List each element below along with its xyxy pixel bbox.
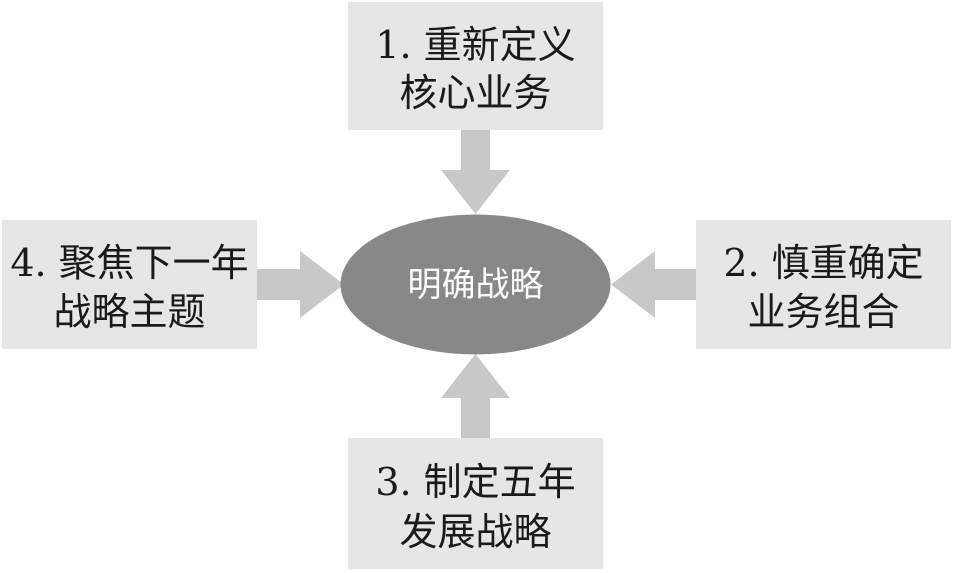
arrow-down-from-step-1 — [441, 130, 510, 214]
step-3-line1: 3. 制定五年 — [375, 460, 575, 504]
step-3-line2: 发展战略 — [399, 510, 551, 554]
step-box-4-next-year-themes: 4. 聚焦下一年 战略主题 — [2, 220, 257, 349]
arrow-left-from-step-2 — [611, 251, 696, 318]
step-2-line2: 业务组合 — [747, 290, 899, 334]
step-2-line1: 2. 慎重确定 — [723, 241, 923, 285]
step-box-1-redefine-core-business: 1. 重新定义 核心业务 — [348, 2, 603, 130]
step-1-line2: 核心业务 — [399, 71, 551, 115]
step-4-line1: 4. 聚焦下一年 — [10, 241, 248, 285]
arrow-up-from-step-3 — [441, 354, 510, 438]
step-box-3-five-year-strategy: 3. 制定五年 发展战略 — [348, 438, 603, 569]
step-1-line1: 1. 重新定义 — [375, 23, 575, 67]
step-box-2-business-portfolio: 2. 慎重确定 业务组合 — [696, 220, 951, 349]
arrow-right-from-step-4 — [257, 251, 344, 318]
step-4-line2: 战略主题 — [53, 290, 205, 334]
center-node-clarify-strategy: 明确战略 — [340, 214, 611, 355]
center-label: 明确战略 — [408, 265, 544, 305]
